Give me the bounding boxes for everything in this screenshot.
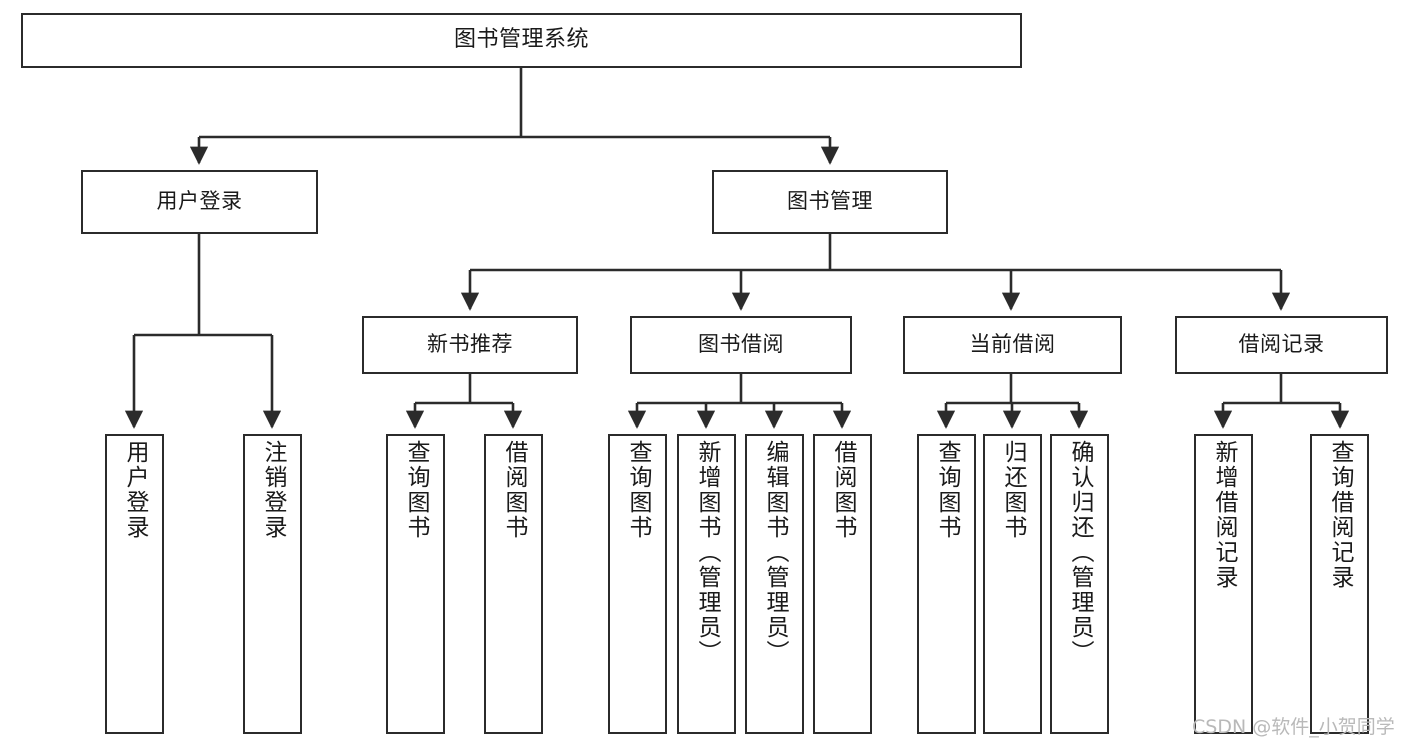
leaf-add-borrow-record[interactable]: 新增借阅记录: [1194, 434, 1253, 734]
node-user-login-label: 用户登录: [156, 189, 243, 214]
leaf-edit-book-admin[interactable]: 编辑图书（管理员）: [745, 434, 804, 734]
leaf-query-book-1-label: 查询图书: [403, 440, 429, 540]
leaf-user-login[interactable]: 用户登录: [105, 434, 164, 734]
leaf-borrow-book-2-label: 借阅图书: [830, 440, 856, 540]
leaf-confirm-return-admin-label: 确认归还（管理员）: [1067, 440, 1093, 665]
node-user-login[interactable]: 用户登录: [81, 170, 318, 234]
node-new-book-recommendation[interactable]: 新书推荐: [362, 316, 578, 374]
leaf-borrow-book-2[interactable]: 借阅图书: [813, 434, 872, 734]
leaf-add-book-admin-label: 新增图书（管理员）: [694, 440, 720, 665]
node-new-book-recommendation-label: 新书推荐: [427, 332, 513, 357]
leaf-edit-book-admin-label: 编辑图书（管理员）: [762, 440, 788, 665]
node-borrow-record[interactable]: 借阅记录: [1175, 316, 1388, 374]
node-book-manage-label: 图书管理: [787, 189, 873, 214]
node-book-borrow-label: 图书借阅: [698, 332, 784, 357]
leaf-add-book-admin[interactable]: 新增图书（管理员）: [677, 434, 736, 734]
leaf-query-book-2-label: 查询图书: [625, 440, 651, 540]
leaf-user-login-label: 用户登录: [122, 440, 148, 540]
leaf-query-book-3[interactable]: 查询图书: [917, 434, 976, 734]
leaf-query-borrow-record[interactable]: 查询借阅记录: [1310, 434, 1369, 734]
leaf-query-book-3-label: 查询图书: [934, 440, 960, 540]
node-current-borrow[interactable]: 当前借阅: [903, 316, 1122, 374]
node-current-borrow-label: 当前借阅: [969, 332, 1056, 357]
leaf-return-book-label: 归还图书: [1000, 440, 1026, 540]
leaf-add-borrow-record-label: 新增借阅记录: [1211, 440, 1237, 590]
node-root[interactable]: 图书管理系统: [21, 13, 1022, 68]
leaf-return-book[interactable]: 归还图书: [983, 434, 1042, 734]
leaf-logout[interactable]: 注销登录: [243, 434, 302, 734]
leaf-query-book-1[interactable]: 查询图书: [386, 434, 445, 734]
node-book-manage[interactable]: 图书管理: [712, 170, 948, 234]
node-borrow-record-label: 借阅记录: [1238, 332, 1325, 357]
node-root-label: 图书管理系统: [453, 27, 589, 53]
leaf-borrow-book-1-label: 借阅图书: [501, 440, 527, 540]
leaf-confirm-return-admin[interactable]: 确认归还（管理员）: [1050, 434, 1109, 734]
leaf-query-book-2[interactable]: 查询图书: [608, 434, 667, 734]
leaf-borrow-book-1[interactable]: 借阅图书: [484, 434, 543, 734]
leaf-logout-label: 注销登录: [260, 440, 286, 540]
node-book-borrow[interactable]: 图书借阅: [630, 316, 852, 374]
leaf-query-borrow-record-label: 查询借阅记录: [1327, 440, 1353, 590]
csdn-watermark: CSDN @软件_小贺同学: [1192, 716, 1395, 738]
